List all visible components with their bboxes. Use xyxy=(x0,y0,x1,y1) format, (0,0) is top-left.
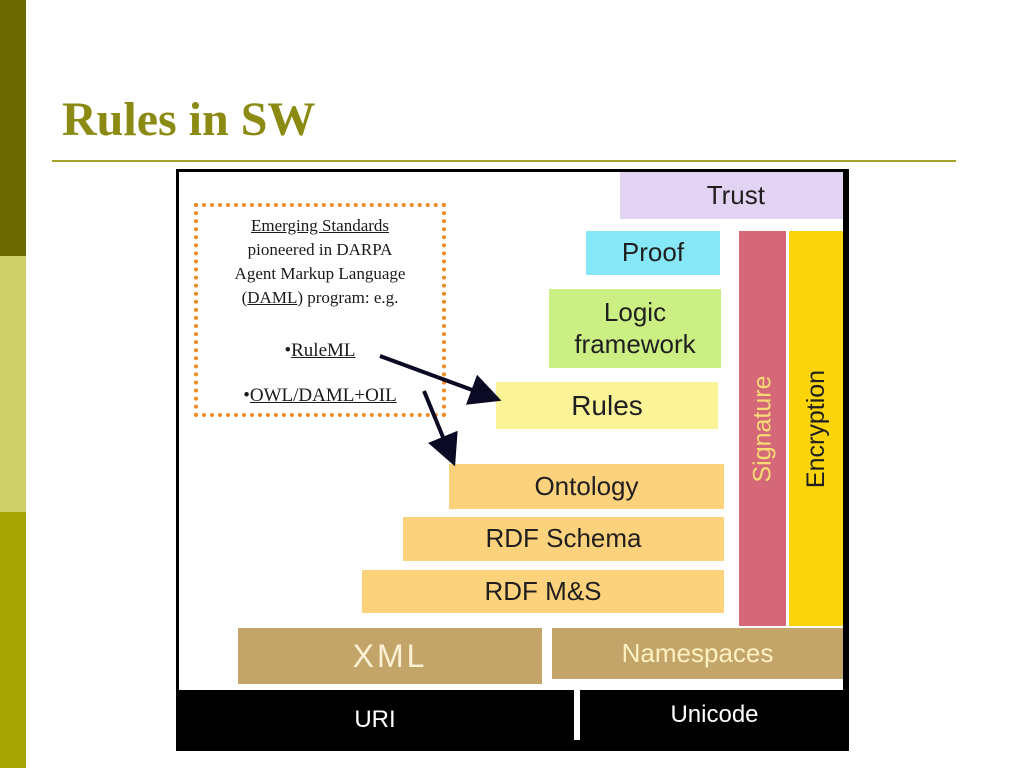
layer-namespaces-label: Namespaces xyxy=(621,637,774,668)
title-underline xyxy=(52,160,956,162)
layer-rules: Rules xyxy=(496,382,718,429)
layer-logic-label-line1: Logic xyxy=(603,297,667,328)
layer-proof: Proof xyxy=(586,231,720,275)
note-item-ruleml: •RuleML xyxy=(284,340,356,361)
note-heading: Emerging Standards xyxy=(250,216,390,235)
layer-rules-label: Rules xyxy=(571,389,643,421)
emerging-standards-note: Emerging Standards pioneered in DARPA Ag… xyxy=(194,203,446,417)
slide-title: Rules in SW xyxy=(62,93,316,146)
layer-logic-label-line2: framework xyxy=(574,328,696,359)
note-daml-term: DAML xyxy=(247,288,298,307)
sidebar-band-middle xyxy=(0,256,26,512)
layer-logic-framework: Logic framework xyxy=(549,289,721,368)
semantic-web-layer-cake: Trust Proof Logic framework Rules Ontolo… xyxy=(176,169,849,751)
layer-rdf-ms-label: RDF M&S xyxy=(484,575,602,606)
layer-xml: XML xyxy=(238,628,542,684)
sidebar-band-top xyxy=(0,0,26,256)
layer-uri-label: URI xyxy=(354,706,396,734)
note-item-owl: •OWL/DAML+OIL xyxy=(243,385,397,406)
note-line-agent-markup: Agent Markup Language xyxy=(234,264,406,283)
note-line-daml: (DAML) program: e.g. xyxy=(241,288,399,307)
layer-unicode-label: Unicode xyxy=(670,700,759,728)
layer-rdf-schema-label: RDF Schema xyxy=(485,523,642,554)
layer-rdf-schema: RDF Schema xyxy=(403,517,724,561)
layer-proof-label: Proof xyxy=(621,237,685,268)
note-item-owl-label: OWL/DAML+OIL xyxy=(249,385,397,406)
layer-trust: Trust xyxy=(620,172,843,219)
layer-encryption: Encryption xyxy=(789,231,843,626)
note-item-ruleml-label: RuleML xyxy=(291,340,356,361)
layer-ontology-label: Ontology xyxy=(534,470,639,501)
layer-encryption-label: Encryption xyxy=(802,369,830,488)
layer-uri: URI xyxy=(176,690,574,751)
layer-ontology: Ontology xyxy=(449,464,724,509)
layer-xml-label: XML xyxy=(352,637,428,674)
layer-unicode: Unicode xyxy=(580,690,849,740)
layer-rdf-ms: RDF M&S xyxy=(362,570,724,613)
layer-signature-label: Signature xyxy=(748,374,777,483)
note-line-darpa: pioneered in DARPA xyxy=(247,240,393,259)
layer-namespaces: Namespaces xyxy=(552,628,843,679)
sidebar-band-bottom xyxy=(0,512,26,768)
layer-signature: Signature xyxy=(739,231,786,626)
layer-trust-label: Trust xyxy=(706,179,765,210)
